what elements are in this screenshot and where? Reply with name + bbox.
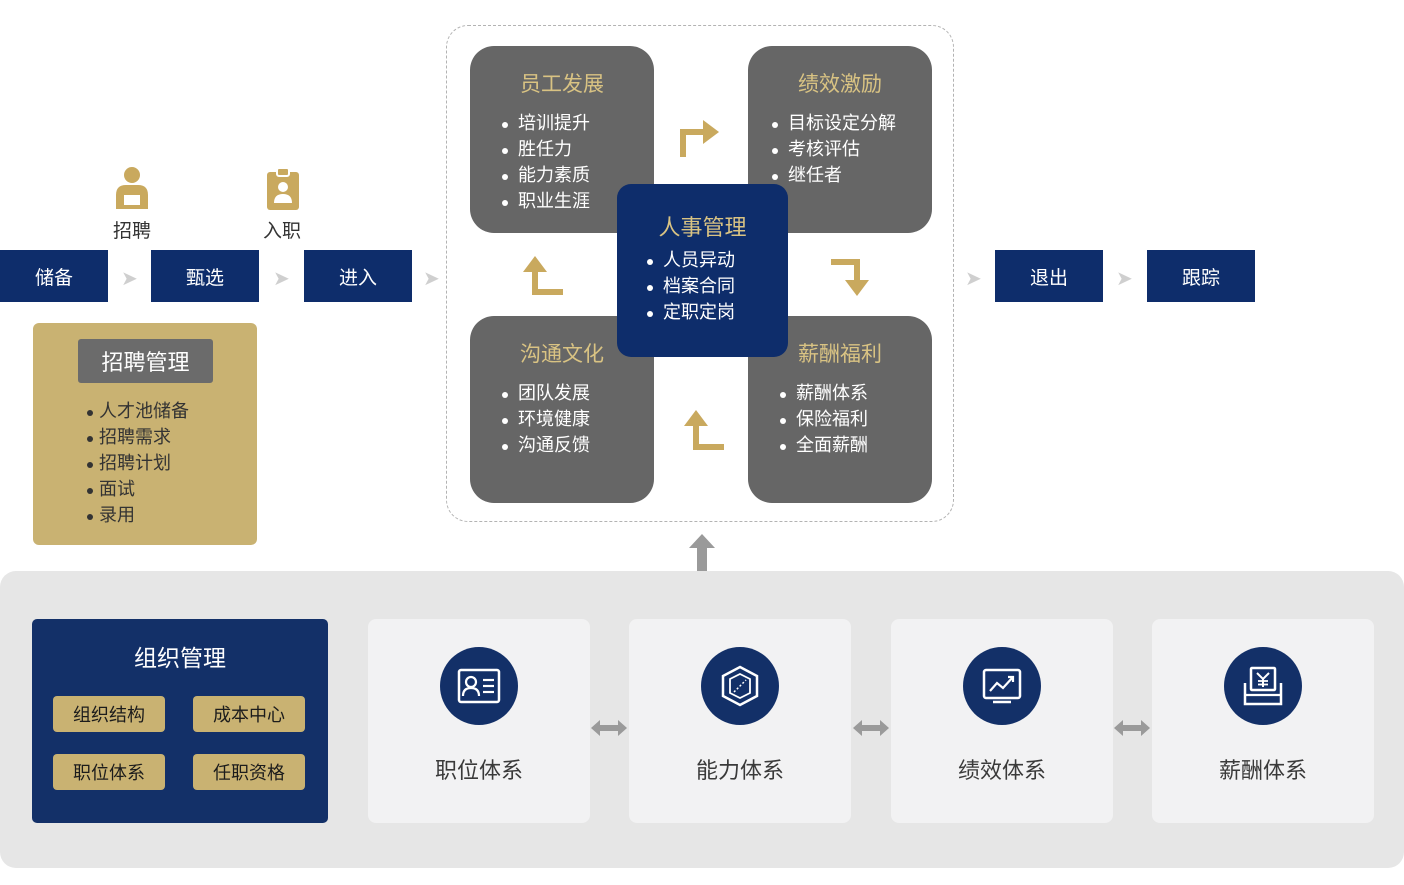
list-item: 目标设定分解 — [770, 111, 896, 137]
personnel-management-card: 人事管理 人员异动 档案合同 定职定岗 — [617, 184, 788, 357]
list-item: 定职定岗 — [645, 300, 735, 326]
list-item: 招聘需求 — [85, 425, 189, 451]
step-enter-button[interactable]: 进入 — [304, 250, 412, 302]
list-item: 档案合同 — [645, 274, 735, 300]
cube-icon — [701, 647, 779, 725]
double-arrow-icon — [853, 718, 889, 742]
salary-system-card[interactable]: 薪酬体系 — [1152, 619, 1374, 823]
list-item: 薪酬体系 — [778, 381, 868, 407]
list-item: 录用 — [85, 503, 189, 529]
list-item: 面试 — [85, 477, 189, 503]
arrow-turn-right-icon — [679, 114, 721, 158]
recruit-management-list: 人才池储备 招聘需求 招聘计划 面试 录用 — [85, 399, 189, 529]
list-item: 全面薪酬 — [778, 433, 868, 459]
arrow-turn-down-icon — [831, 256, 875, 298]
list-item: 职业生涯 — [500, 189, 590, 215]
onboard-label: 入职 — [262, 220, 301, 242]
performance-incentive-card: 绩效激励 目标设定分解 考核评估 继任者 — [748, 46, 932, 233]
onboard-clipboard-icon — [266, 167, 300, 211]
recruit-person-icon — [112, 165, 152, 211]
double-arrow-icon — [1114, 718, 1150, 742]
chevron-right-icon: ➤ — [273, 266, 290, 290]
chevron-right-icon: ➤ — [121, 266, 138, 290]
salary-system-label: 薪酬体系 — [1218, 759, 1307, 784]
position-system-label: 职位体系 — [434, 759, 523, 784]
step-exit-button[interactable]: 退出 — [995, 250, 1103, 302]
double-arrow-icon — [591, 718, 627, 742]
list-item: 沟通反馈 — [500, 433, 590, 459]
recruit-management-panel: 招聘管理 人才池储备 招聘需求 招聘计划 面试 录用 — [33, 323, 257, 545]
performance-incentive-title: 绩效激励 — [798, 72, 882, 96]
arrow-turn-up-icon — [521, 254, 565, 298]
step-select-button[interactable]: 甄选 — [151, 250, 259, 302]
list-item: 继任者 — [770, 163, 896, 189]
list-item: 考核评估 — [770, 137, 896, 163]
list-item: 环境健康 — [500, 407, 590, 433]
arrow-turn-up-icon — [682, 408, 726, 452]
employee-development-card: 员工发展 培训提升 胜任力 能力素质 职业生涯 — [470, 46, 654, 233]
arrow-up-icon — [688, 534, 716, 572]
personnel-management-title: 人事管理 — [658, 216, 747, 241]
list-item: 能力素质 — [500, 163, 590, 189]
step-reserve-button[interactable]: 储备 — [0, 250, 108, 302]
chevron-right-icon: ➤ — [1116, 266, 1133, 290]
chevron-right-icon: ➤ — [965, 266, 982, 290]
list-item: 人员异动 — [645, 248, 735, 274]
list-item: 保险福利 — [778, 407, 868, 433]
communication-culture-title: 沟通文化 — [520, 342, 604, 366]
position-system-tag[interactable]: 职位体系 — [53, 754, 165, 790]
recruit-label: 招聘 — [112, 220, 151, 242]
list-item: 培训提升 — [500, 111, 590, 137]
employee-development-title: 员工发展 — [520, 72, 604, 96]
chevron-right-icon: ➤ — [423, 266, 440, 290]
ability-system-card[interactable]: 能力体系 — [629, 619, 851, 823]
position-system-card[interactable]: 职位体系 — [368, 619, 590, 823]
yuan-document-icon — [1224, 647, 1302, 725]
org-structure-tag[interactable]: 组织结构 — [53, 696, 165, 732]
qualification-tag[interactable]: 任职资格 — [193, 754, 305, 790]
performance-incentive-list: 目标设定分解 考核评估 继任者 — [770, 111, 896, 189]
list-item: 人才池储备 — [85, 399, 189, 425]
org-management-card: 组织管理 组织结构 成本中心 职位体系 任职资格 — [32, 619, 328, 823]
list-item: 胜任力 — [500, 137, 590, 163]
org-management-title: 组织管理 — [134, 646, 226, 672]
recruit-management-title: 招聘管理 — [78, 339, 213, 383]
compensation-benefits-list: 薪酬体系 保险福利 全面薪酬 — [778, 381, 868, 459]
chart-monitor-icon — [963, 647, 1041, 725]
employee-development-list: 培训提升 胜任力 能力素质 职业生涯 — [500, 111, 590, 215]
list-item: 招聘计划 — [85, 451, 189, 477]
step-track-button[interactable]: 跟踪 — [1147, 250, 1255, 302]
list-item: 团队发展 — [500, 381, 590, 407]
personnel-management-list: 人员异动 档案合同 定职定岗 — [645, 248, 735, 326]
ability-system-label: 能力体系 — [695, 759, 784, 784]
id-card-icon — [440, 647, 518, 725]
cost-center-tag[interactable]: 成本中心 — [193, 696, 305, 732]
performance-system-label: 绩效体系 — [957, 759, 1046, 784]
performance-system-card[interactable]: 绩效体系 — [891, 619, 1113, 823]
communication-culture-list: 团队发展 环境健康 沟通反馈 — [500, 381, 590, 459]
compensation-benefits-title: 薪酬福利 — [798, 342, 882, 366]
hr-cycle-frame — [446, 25, 954, 522]
